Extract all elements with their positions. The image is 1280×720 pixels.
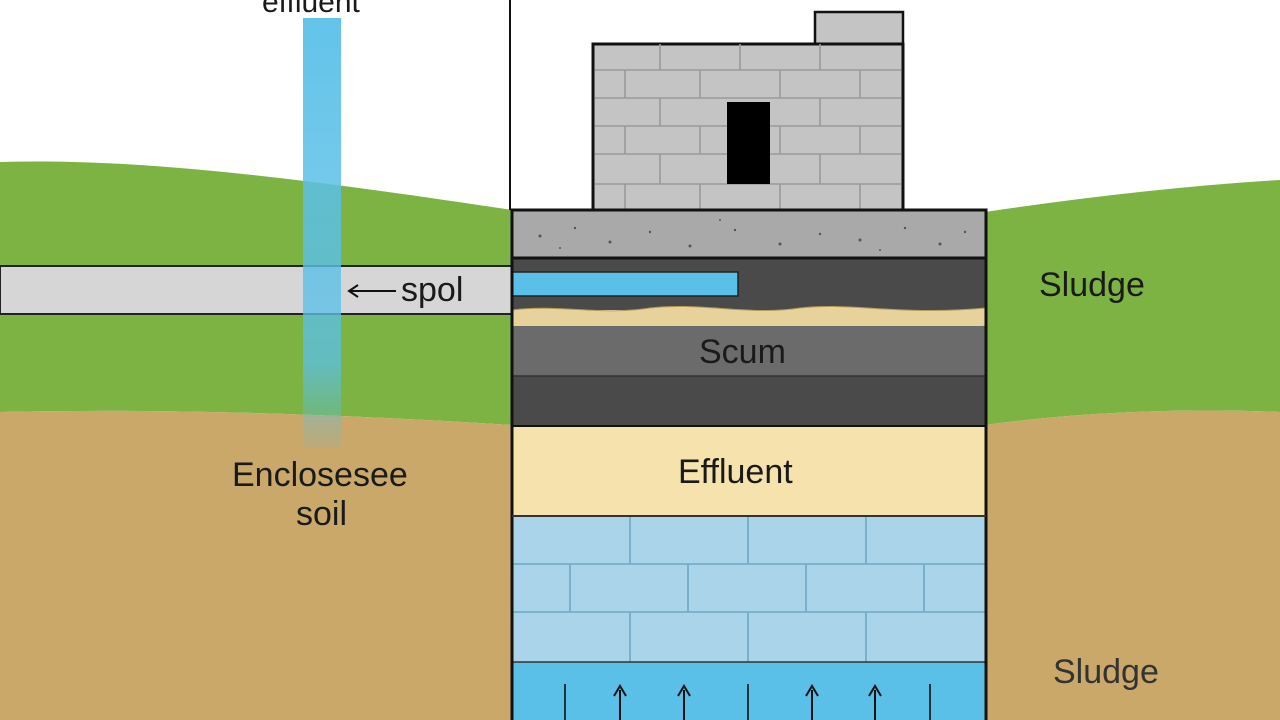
brick-structure	[591, 42, 905, 214]
blue-brick-layer	[512, 516, 986, 662]
effluent-layer	[512, 426, 986, 516]
concrete-speckles	[538, 219, 967, 251]
water-layer	[512, 662, 986, 720]
label-enclosed-soil-1: Enclosesee	[232, 456, 408, 494]
concrete-slab	[510, 208, 988, 260]
soil-right	[985, 410, 1280, 720]
access-opening	[727, 102, 770, 184]
grass-right	[985, 180, 1280, 425]
arrow-up-icon	[613, 684, 882, 720]
effluent-outlet-bar	[511, 271, 739, 297]
label-spol: spol	[401, 271, 464, 309]
soil-left	[0, 410, 512, 720]
label-effluent-layer: Effluent	[678, 453, 793, 491]
label-sludge-right: Sludge	[1039, 266, 1145, 304]
label-scum: Scum	[699, 333, 786, 371]
label-sludge-bottom: Sludge	[1053, 653, 1159, 691]
label-enclosed-soil-2: soil	[296, 495, 348, 533]
chimney	[813, 10, 905, 46]
tank	[510, 256, 988, 720]
effluent-stream	[303, 18, 341, 448]
label-effluent-top: effluent	[262, 0, 360, 19]
arrow-left-icon	[347, 284, 396, 298]
